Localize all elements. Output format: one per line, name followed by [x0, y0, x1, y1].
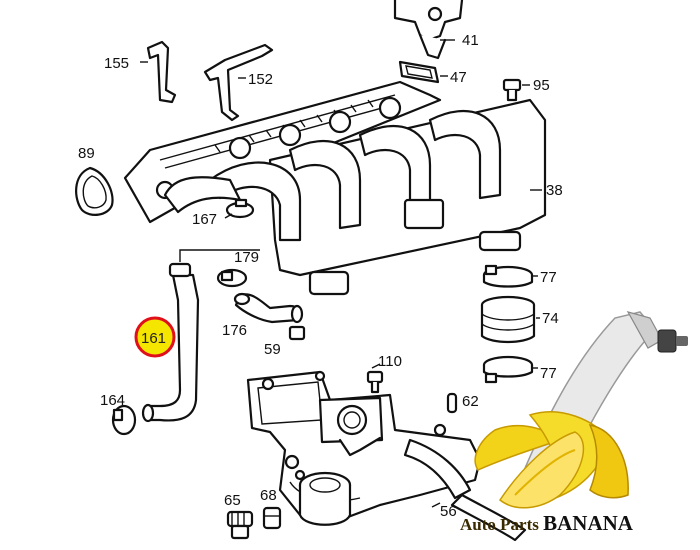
part-47-gasket [398, 60, 440, 84]
label-110: 110 [378, 353, 402, 370]
part-68-fitting [262, 506, 282, 530]
part-164-clamp [111, 404, 137, 436]
label-167: 167 [192, 211, 217, 228]
label-56: 56 [440, 503, 457, 520]
watermark-text-b: BANANA [543, 511, 634, 535]
label-68: 68 [260, 487, 277, 504]
label-155: 155 [104, 55, 129, 72]
label-77-lower: 77 [540, 365, 557, 382]
highlight-callout: 161 [134, 316, 176, 358]
part-77-clamp-upper [482, 264, 534, 288]
part-179-clamp [216, 268, 248, 288]
watermark-logo [474, 311, 688, 509]
part-89-gasket [75, 166, 114, 216]
label-47: 47 [450, 69, 467, 86]
part-110-bolt [366, 370, 384, 394]
label-164: 164 [100, 392, 125, 409]
highlight-ring [134, 316, 176, 358]
label-62: 62 [462, 393, 479, 410]
part-176-elbow-hose [233, 292, 304, 324]
watermark-text: Auto Parts BANANA [460, 511, 634, 535]
part-152-bracket [203, 43, 274, 122]
part-74-sleeve [480, 295, 536, 344]
part-throttle-housing [246, 370, 527, 542]
label-38: 38 [546, 182, 563, 199]
part-65-fitting [226, 510, 254, 540]
label-152: 152 [248, 71, 273, 88]
part-95-bolt [502, 78, 522, 102]
label-161: 161 [141, 330, 166, 347]
label-95: 95 [533, 77, 550, 94]
watermark-text-a: Auto Parts [460, 515, 543, 534]
part-155-bracket [146, 40, 177, 104]
part-41-bracket [393, 0, 464, 60]
label-59: 59 [264, 341, 281, 358]
part-167-clamp [225, 198, 255, 219]
label-74: 74 [542, 310, 559, 327]
label-77-upper: 77 [540, 269, 557, 286]
part-161-hose [141, 262, 200, 423]
label-176: 176 [222, 322, 247, 339]
part-77-clamp-lower [482, 355, 534, 384]
part-59-fitting [288, 325, 306, 341]
label-179: 179 [234, 249, 259, 266]
label-41: 41 [462, 32, 479, 49]
label-89: 89 [78, 145, 95, 162]
part-38-intake-manifold [123, 80, 547, 296]
part-62-pin [446, 392, 458, 414]
label-65: 65 [224, 492, 241, 509]
